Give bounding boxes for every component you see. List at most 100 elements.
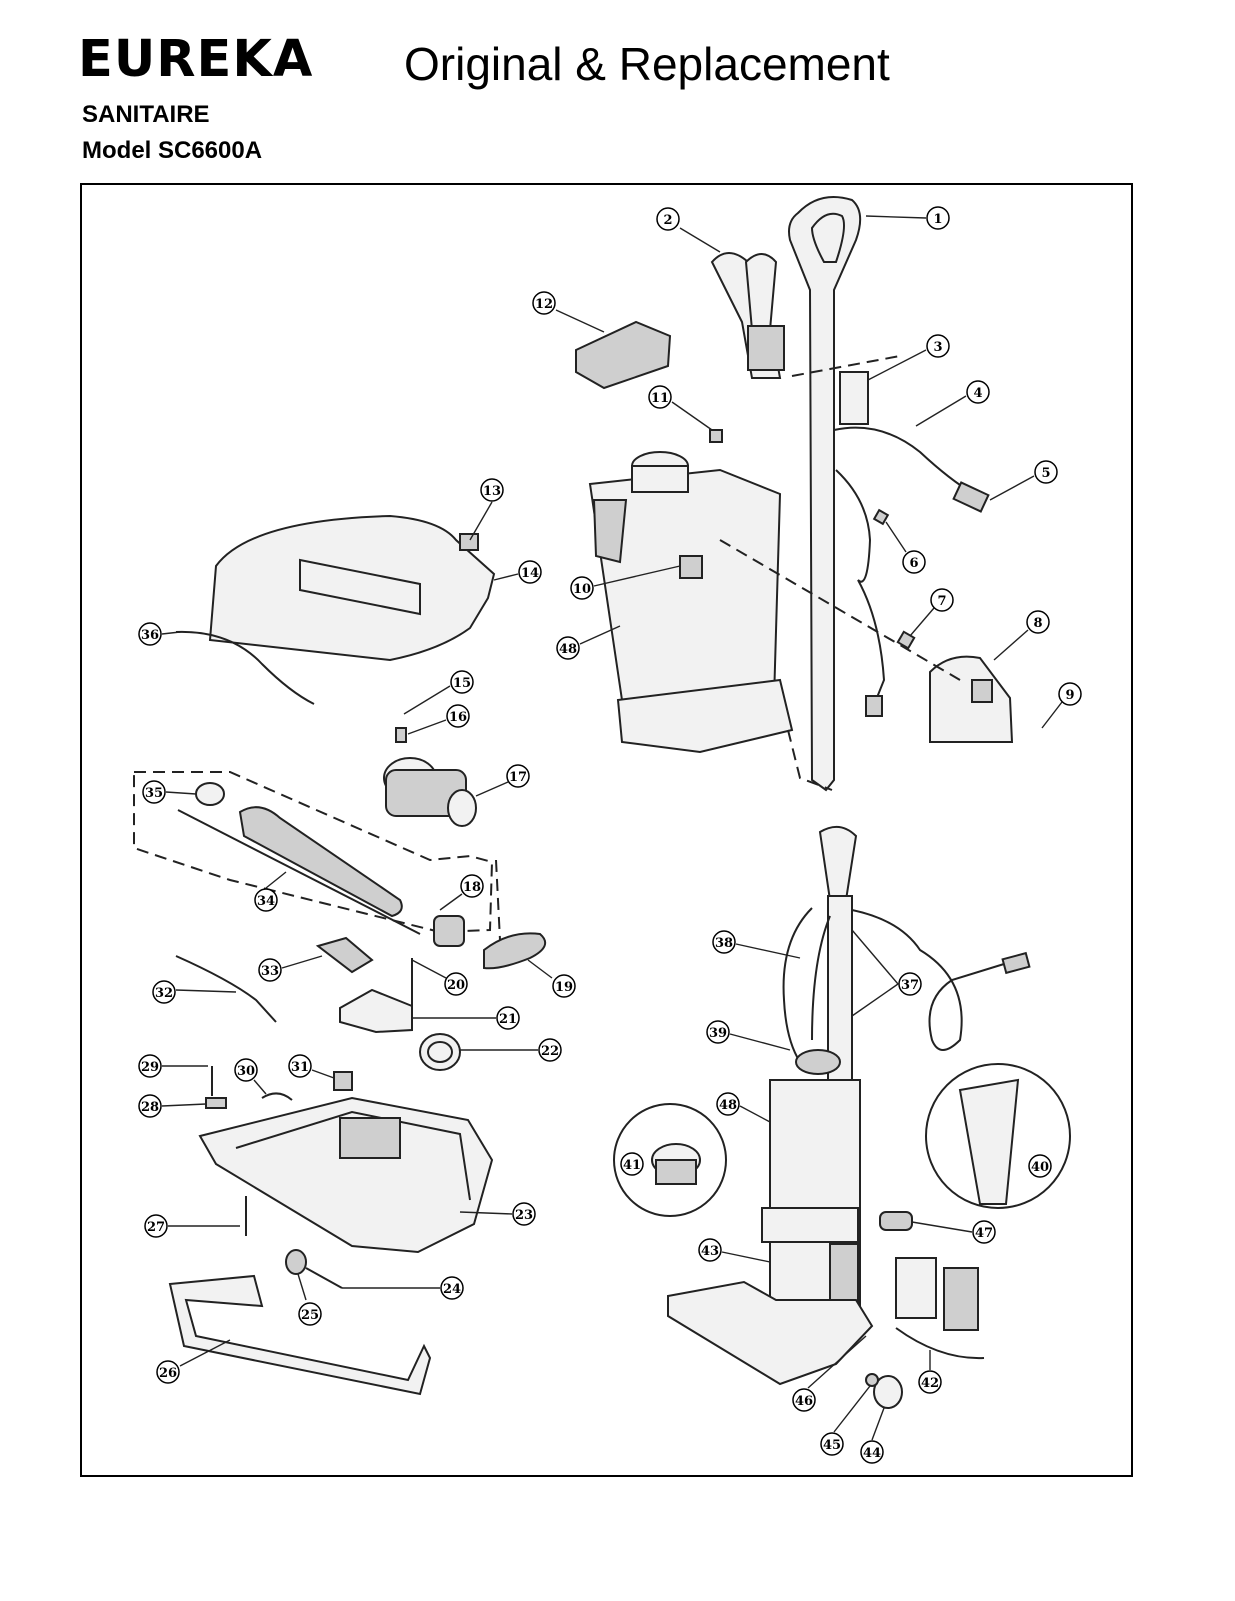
part-callouts: 1 2 3 4 5 6 7 8 9 10 11 12 13 14 15 16 1… <box>138 206 1082 1464</box>
svg-text:3: 3 <box>933 340 942 355</box>
svg-text:31: 31 <box>291 1060 309 1075</box>
callout-30: 30 <box>234 1058 267 1095</box>
svg-text:7: 7 <box>937 594 946 609</box>
callout-28: 28 <box>138 1094 207 1118</box>
callout-10: 10 <box>570 565 681 600</box>
callout-13: 13 <box>469 478 504 541</box>
callout-1: 1 <box>865 206 950 230</box>
svg-text:26: 26 <box>159 1366 177 1381</box>
callout-45: 45 <box>820 1385 871 1456</box>
callout-37: 37 <box>851 929 922 1017</box>
svg-text:32: 32 <box>155 986 173 1001</box>
svg-text:9: 9 <box>1065 688 1074 703</box>
callout-25: 25 <box>297 1273 322 1326</box>
svg-text:20: 20 <box>447 978 465 993</box>
callout-3: 3 <box>867 334 950 381</box>
svg-text:4: 4 <box>973 386 982 401</box>
callout-42: 42 <box>918 1350 942 1394</box>
svg-text:24: 24 <box>443 1282 461 1297</box>
svg-text:48: 48 <box>559 642 577 657</box>
svg-text:1: 1 <box>933 212 942 227</box>
svg-text:46: 46 <box>795 1394 813 1409</box>
bumper <box>168 1274 432 1396</box>
cable-32 <box>175 955 277 1023</box>
callout-8: 8 <box>993 610 1050 661</box>
svg-text:15: 15 <box>453 676 471 691</box>
callout-11: 11 <box>648 385 713 431</box>
callout-16: 16 <box>407 704 470 735</box>
svg-text:8: 8 <box>1033 616 1042 631</box>
svg-text:41: 41 <box>623 1158 641 1173</box>
filter-pad <box>575 320 672 390</box>
svg-text:13: 13 <box>483 484 501 499</box>
callout-24: 24 <box>342 1276 464 1300</box>
svg-text:43: 43 <box>701 1244 719 1259</box>
brand-logo: EUREKA <box>78 30 314 89</box>
svg-text:11: 11 <box>651 391 669 406</box>
svg-text:44: 44 <box>863 1446 881 1461</box>
callout-48-housing: 48 <box>556 625 621 660</box>
callout-46: 46 <box>792 1335 867 1412</box>
callout-39: 39 <box>706 1020 791 1051</box>
product-line: SANITAIRE <box>82 101 210 128</box>
hood-cover <box>208 514 496 662</box>
callout-43: 43 <box>698 1238 771 1263</box>
svg-text:38: 38 <box>715 936 733 951</box>
callout-26: 26 <box>156 1339 231 1384</box>
drive-belt <box>483 932 547 970</box>
svg-text:16: 16 <box>449 710 467 725</box>
assembled-vacuum <box>613 825 1071 1409</box>
callout-22: 22 <box>460 1038 562 1062</box>
svg-text:35: 35 <box>145 786 163 801</box>
svg-text:14: 14 <box>521 566 539 581</box>
callout-7: 7 <box>909 588 954 637</box>
svg-text:5: 5 <box>1041 466 1050 481</box>
svg-text:42: 42 <box>921 1376 939 1391</box>
svg-text:19: 19 <box>555 980 573 995</box>
svg-text:37: 37 <box>901 978 919 993</box>
callout-19: 19 <box>527 959 576 998</box>
callout-48-assembled: 48 <box>716 1092 771 1123</box>
callout-47: 47 <box>911 1220 996 1244</box>
callout-40: 40 <box>1028 1154 1052 1178</box>
cable-36 <box>175 630 315 705</box>
brush-roll-outline <box>133 771 494 934</box>
svg-text:27: 27 <box>147 1220 165 1235</box>
callout-27: 27 <box>144 1214 240 1238</box>
svg-text:23: 23 <box>515 1208 533 1223</box>
svg-text:36: 36 <box>141 628 159 643</box>
bag-housing <box>588 429 794 754</box>
svg-text:6: 6 <box>909 556 918 571</box>
page-title: Original & Replacement <box>404 38 890 90</box>
svg-text:30: 30 <box>237 1064 255 1079</box>
svg-text:12: 12 <box>535 297 553 312</box>
callout-6: 6 <box>885 521 926 574</box>
callout-15: 15 <box>403 670 474 715</box>
svg-text:40: 40 <box>1031 1160 1049 1175</box>
diagram-frame <box>80 183 1133 1477</box>
callout-12: 12 <box>532 291 605 333</box>
motor <box>383 727 477 827</box>
callout-20: 20 <box>411 959 468 996</box>
callout-32: 32 <box>152 980 237 1004</box>
svg-text:48: 48 <box>719 1098 737 1113</box>
callout-4: 4 <box>915 380 990 427</box>
svg-text:29: 29 <box>141 1060 159 1075</box>
callout-33: 33 <box>258 955 323 982</box>
svg-text:47: 47 <box>975 1226 993 1241</box>
svg-text:18: 18 <box>463 880 481 895</box>
callout-31: 31 <box>288 1054 335 1079</box>
callout-14: 14 <box>493 560 542 584</box>
callout-18: 18 <box>439 874 484 911</box>
svg-text:17: 17 <box>509 770 527 785</box>
callout-29: 29 <box>138 1054 208 1078</box>
callout-36: 36 <box>138 622 181 646</box>
callout-34: 34 <box>254 871 287 912</box>
svg-text:10: 10 <box>573 582 591 597</box>
svg-text:45: 45 <box>823 1438 841 1453</box>
svg-text:33: 33 <box>261 964 279 979</box>
callout-5: 5 <box>989 460 1058 501</box>
model-number: Model SC6600A <box>82 137 263 164</box>
callout-41: 41 <box>620 1152 644 1176</box>
